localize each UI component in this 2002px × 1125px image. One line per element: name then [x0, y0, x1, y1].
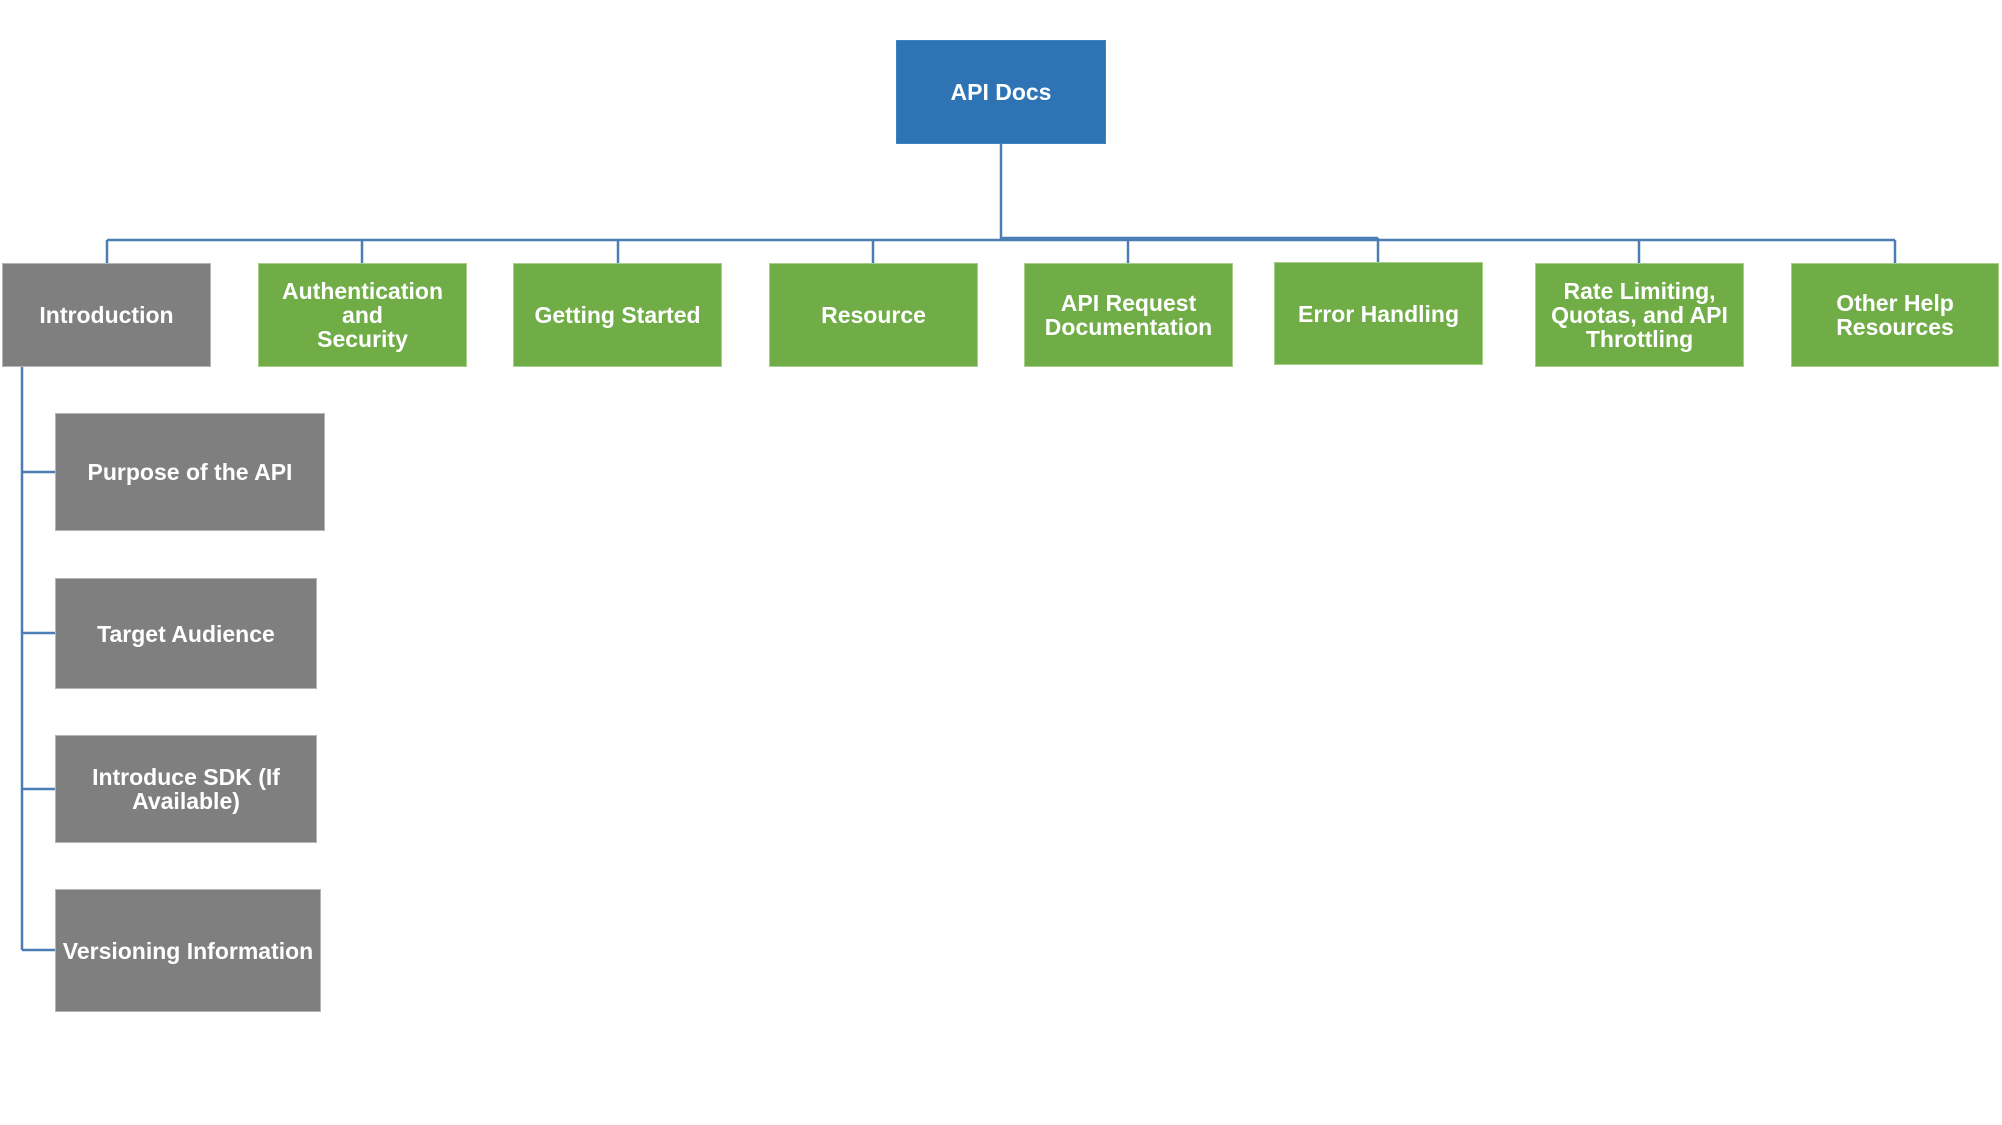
node-label-line: Purpose of the API	[87, 459, 293, 485]
node-label-line: Quotas, and API	[1551, 302, 1728, 328]
node-label-line: Resource	[821, 302, 926, 328]
node-label-line: Versioning Information	[62, 937, 314, 964]
node-label-line: Introduction	[39, 302, 174, 328]
node-label-line: Rate Limiting,	[1563, 278, 1716, 304]
child-node-introduce-sdk: Introduce SDK (If Available)	[55, 735, 317, 843]
root-node-label: API Docs	[950, 79, 1052, 105]
node-label-line: API Request	[1060, 290, 1197, 316]
child-node-purpose-of-the-api: Purpose of the API	[55, 413, 325, 531]
node-label-line: Available)	[132, 788, 240, 814]
node-label-line: Security	[317, 326, 408, 352]
section-node-other-help-resources: Other Help Resources	[1791, 263, 1999, 367]
section-node-getting-started: Getting Started	[513, 263, 722, 367]
node-label-line: Resources	[1836, 314, 1954, 340]
section-node-introduction: Introduction	[2, 263, 211, 367]
section-node-rate-limiting: Rate Limiting, Quotas, and API Throttlin…	[1535, 263, 1744, 367]
node-label-line: Other Help	[1836, 290, 1954, 316]
section-node-resource: Resource	[769, 263, 978, 367]
section-node-authentication-and-security: Authentication and Security	[258, 263, 467, 367]
node-label-line: Error Handling	[1297, 300, 1459, 327]
node-label-line: Target Audience	[97, 620, 275, 647]
node-label-line: Throttling	[1585, 326, 1694, 352]
node-label-line: Documentation	[1044, 314, 1213, 340]
section-node-error-handling: Error Handling	[1274, 262, 1483, 365]
node-label-line: Getting Started	[534, 302, 701, 328]
node-label-line: Authentication and	[282, 278, 443, 328]
child-node-target-audience: Target Audience	[55, 578, 317, 689]
node-label-line: Introduce SDK (If	[92, 764, 280, 790]
section-node-api-request-documentation: API Request Documentation	[1024, 263, 1233, 367]
root-node-api-docs: API Docs	[896, 40, 1106, 144]
child-node-versioning-information: Versioning Information	[55, 889, 321, 1012]
